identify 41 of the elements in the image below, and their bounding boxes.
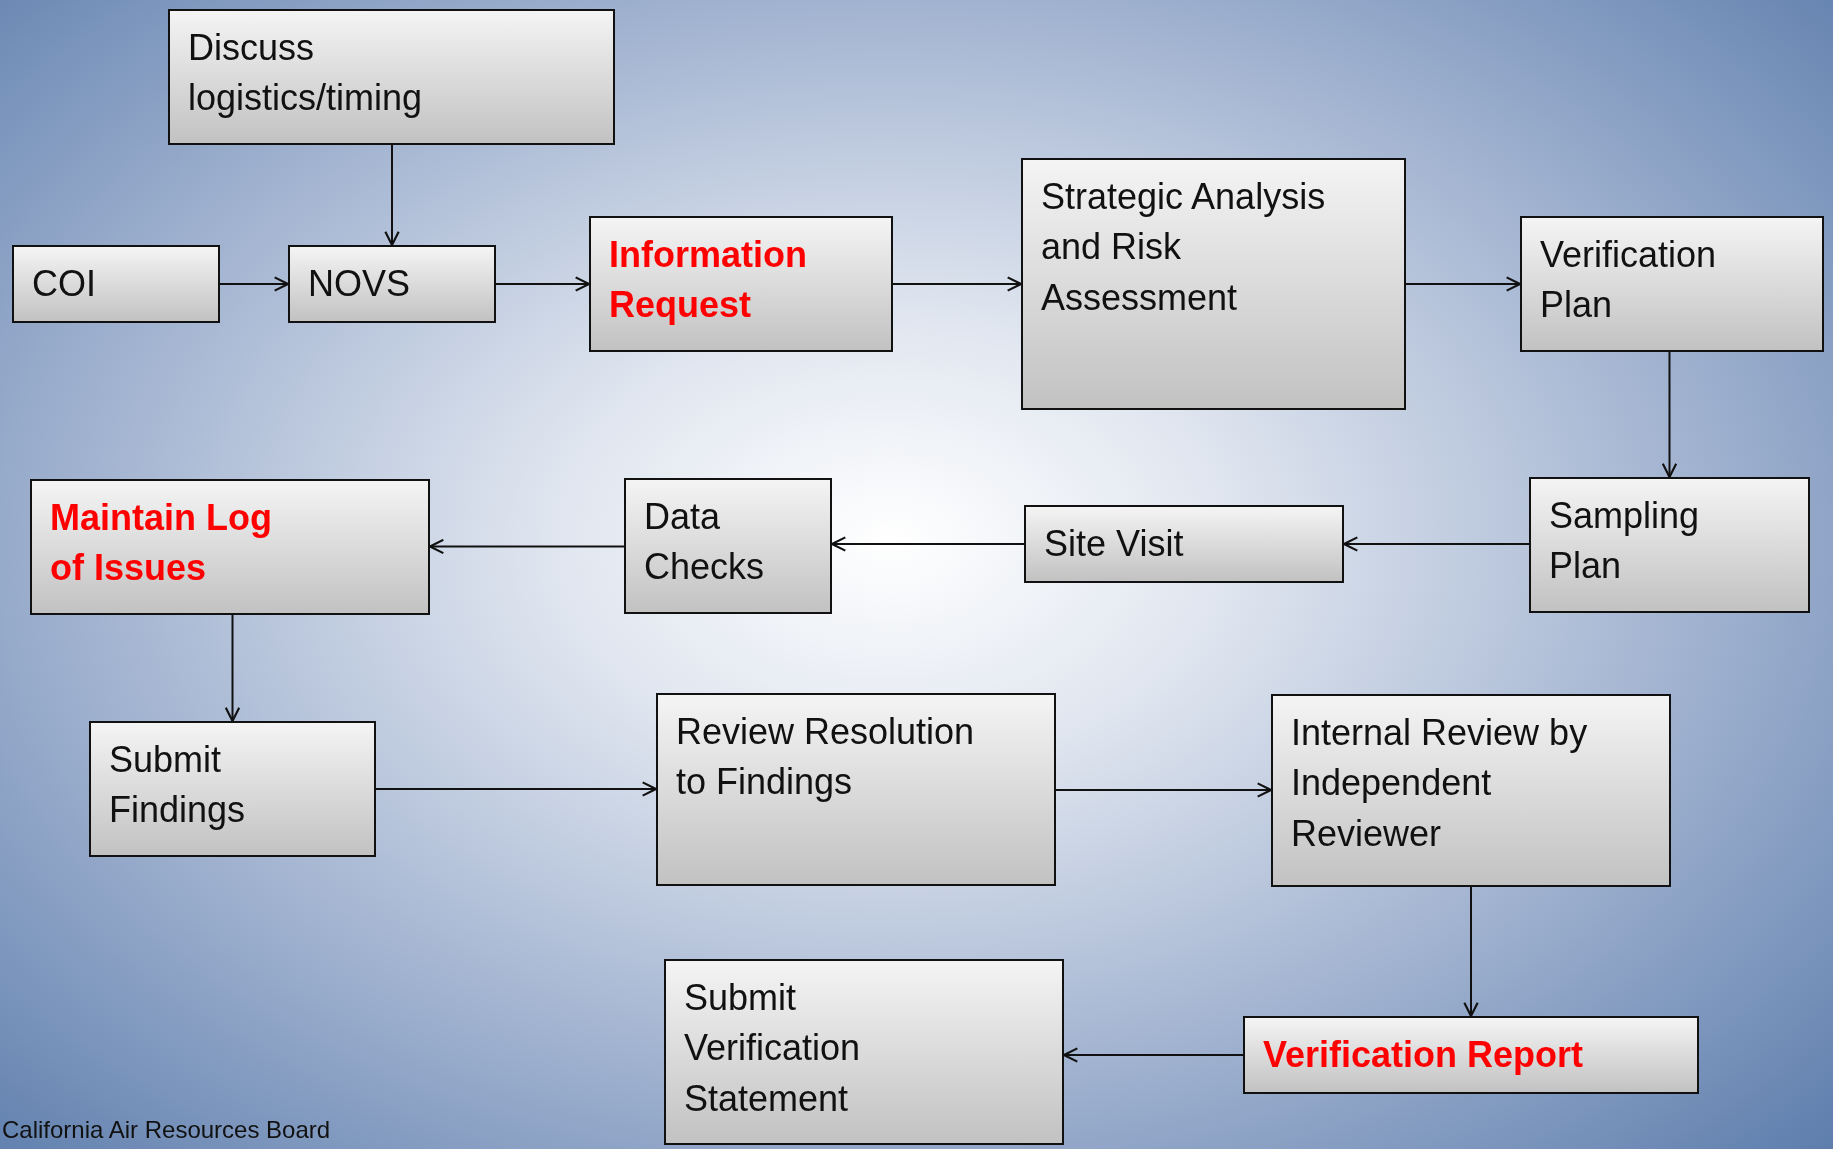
process-box: [589, 216, 893, 352]
process-box: [1024, 505, 1344, 583]
process-box: [12, 245, 220, 323]
box-label: Sampling Plan: [1549, 494, 1701, 589]
process-box: [89, 721, 376, 857]
box-label: Strategic Analysis and Risk Assessment: [1041, 175, 1327, 320]
arrow: [892, 276, 1023, 292]
arrow: [375, 781, 658, 797]
arrow: [1055, 782, 1273, 798]
box-label: Data Checks: [644, 495, 766, 590]
footer-text: California Air Resources Board: [2, 1116, 331, 1144]
arrow: [1661, 351, 1678, 479]
arrow: [495, 276, 591, 292]
box-label: COI: [32, 262, 97, 306]
box-label: Verification Plan: [1540, 233, 1718, 328]
box-label: Review Resolution to Findings: [676, 710, 976, 805]
box-label: Submit Findings: [109, 738, 247, 833]
box-label: Information Request: [609, 233, 808, 328]
arrow: [1463, 886, 1479, 1018]
process-box: [168, 9, 615, 145]
box-label: Internal Review by Independent Reviewer: [1291, 711, 1589, 856]
box-label: Maintain Log of Issues: [50, 496, 273, 591]
process-box: [664, 959, 1064, 1145]
arrow: [384, 144, 400, 247]
box-label: Verification Report: [1263, 1033, 1585, 1077]
arrow: [219, 276, 290, 292]
process-box: [1243, 1016, 1699, 1094]
box-label: Site Visit: [1044, 522, 1185, 566]
process-box: [1520, 216, 1824, 352]
process-box: [656, 693, 1056, 886]
box-label: Submit Verification Statement: [684, 976, 862, 1121]
box-label: Discuss logistics/timing: [188, 26, 424, 121]
arrow: [224, 614, 241, 723]
process-box: [30, 479, 430, 615]
process-box: [624, 478, 832, 614]
process-box: [1529, 477, 1810, 613]
box-label: NOVS: [308, 262, 412, 306]
process-box: [1021, 158, 1406, 410]
arrow: [1405, 276, 1522, 292]
process-box: [1271, 694, 1671, 887]
process-box: [288, 245, 496, 323]
